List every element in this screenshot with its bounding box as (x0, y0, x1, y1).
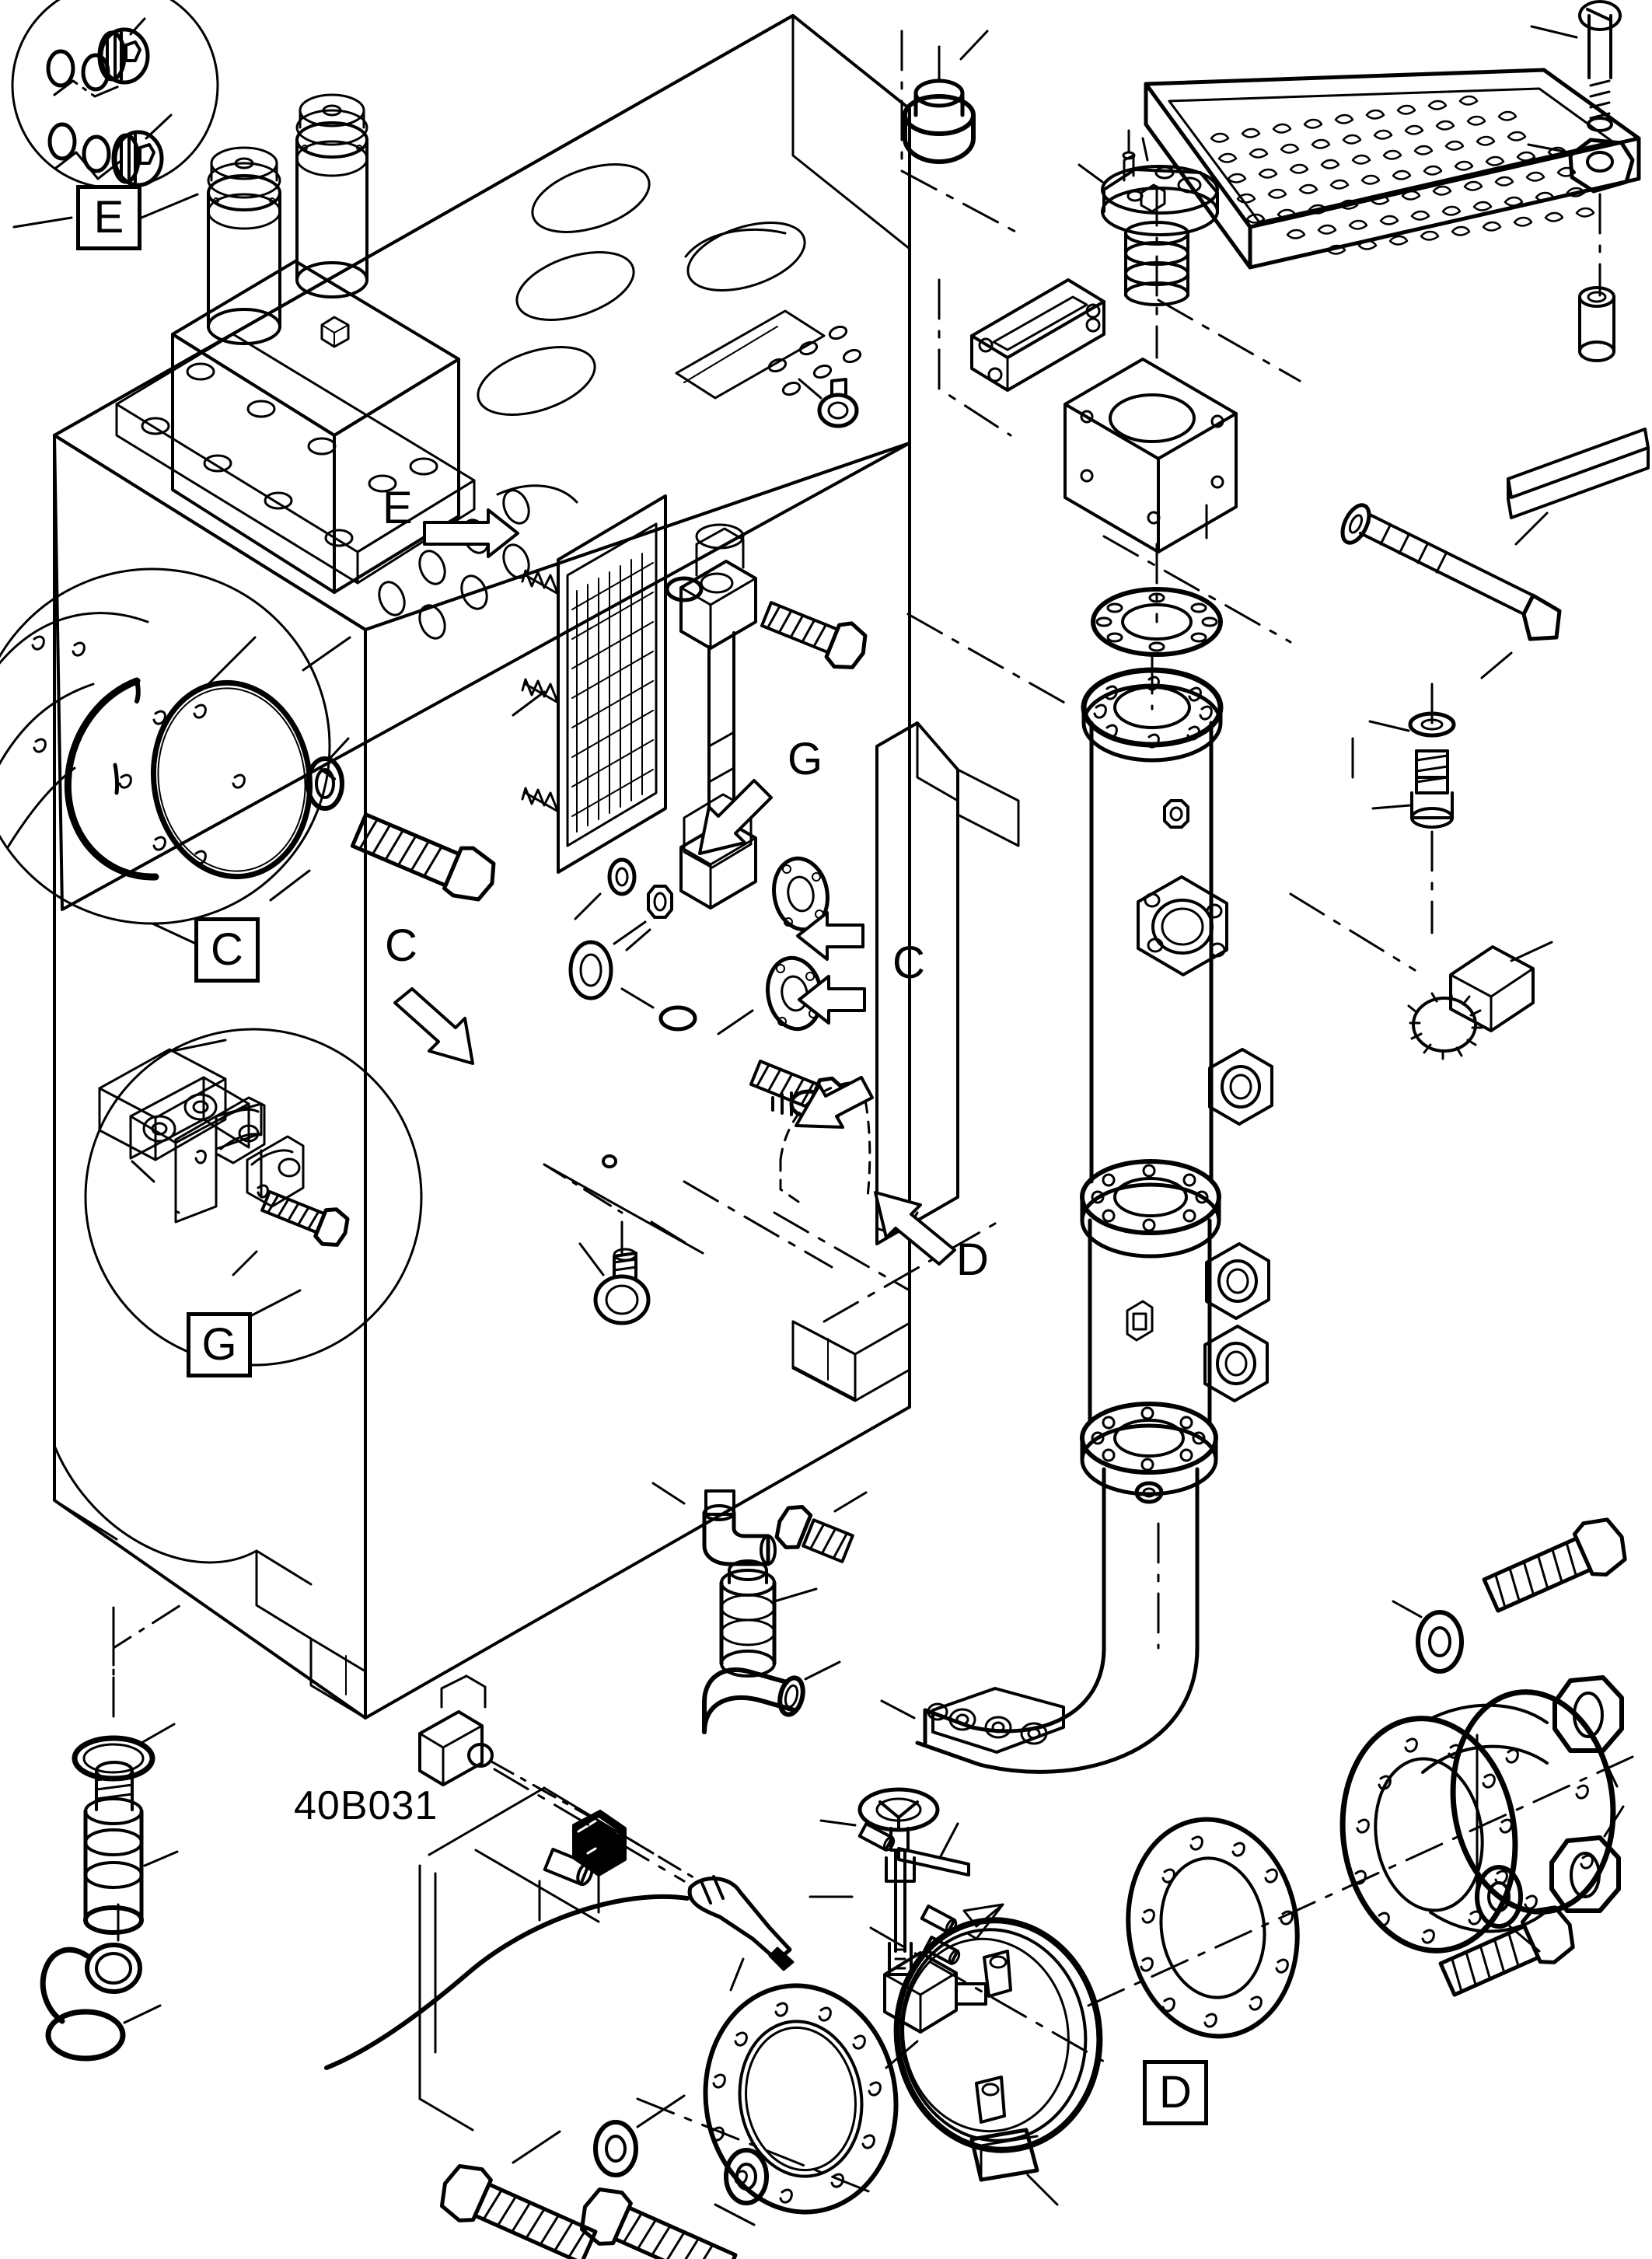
tank-top-small-plug (798, 378, 859, 428)
detail-box-G: G (187, 1312, 252, 1377)
coupling-bolt-bottom (1438, 1905, 1575, 1997)
long-bolt (1340, 503, 1562, 679)
access-cover (893, 1917, 1103, 2206)
step-plate-assembly (1144, 0, 1650, 1060)
coupling-flange-rear (1421, 1689, 1616, 1933)
coupler-body (83, 1761, 179, 1935)
harness-boot (687, 1875, 795, 1992)
coupling-gasket (1126, 1817, 1300, 2039)
tank-body (53, 14, 911, 1720)
step-plate-perforations (1210, 95, 1595, 255)
pipe-port-flange (1137, 875, 1228, 976)
detail-circle-G (84, 1028, 423, 1367)
leader-arrows (393, 508, 956, 1266)
strainer-screen (512, 494, 673, 951)
detail-box-D: D (1143, 2060, 1208, 2125)
coupling-bolt-top (1482, 1517, 1627, 1613)
drain-valve-assembly (809, 1787, 1004, 2069)
tank-side-plug (543, 1154, 704, 1325)
leader-letter-D-mid: D (956, 1234, 989, 1285)
pipe-flange-mid (1080, 1159, 1221, 1259)
vertical-bolt-stack (1368, 711, 1456, 829)
flange-gasket-top (1091, 587, 1223, 657)
leader-letter-C-mid: C (892, 937, 925, 988)
pipe-side-port-mid (1205, 1242, 1270, 1320)
dust-cap (40, 1903, 162, 2062)
detail-box-E: E (76, 185, 141, 250)
coupling-washer-top (1392, 1600, 1464, 1674)
pipe-flange-lower (1080, 1402, 1218, 1496)
valve-gasket-plate (970, 278, 1105, 392)
step-plate-screw (1530, 0, 1622, 132)
detail-box-C: C (194, 917, 260, 983)
knurled-plug (1407, 941, 1553, 1060)
centrelines (112, 30, 1601, 2194)
leader-letter-G-mid: G (788, 734, 823, 784)
step-plate-rubber-mount (1527, 138, 1635, 194)
drawing-part-number: 40B031 (294, 1783, 438, 1828)
filter-canister-right (295, 93, 368, 299)
switch-block-assembly (324, 1674, 795, 2132)
elbow-cap-lower (702, 1660, 841, 1734)
elbow-fitting-assembly (651, 1482, 868, 1734)
return-u-pipe (880, 1646, 1200, 1774)
leader-letter-E: E (382, 483, 413, 533)
support-bar (1507, 428, 1650, 546)
step-plate-spacer (1578, 286, 1615, 362)
standpipe-assembly (1080, 587, 1273, 1650)
coupling-nut-lower (1549, 1805, 1625, 1913)
pipe-side-port-upper (1208, 1048, 1273, 1126)
tank-top-plug (903, 30, 989, 164)
bottom-flange-ring (439, 1983, 899, 2259)
pipe-side-port-lower (1203, 1325, 1269, 1402)
vertical-connector (719, 1559, 818, 1678)
filter-canister-left (207, 146, 281, 345)
quick-coupler-assembly (40, 1600, 188, 2062)
filter-block-assembly (115, 93, 476, 594)
leader-letter-C-left: C (385, 920, 417, 971)
detail-circle-E (11, 0, 219, 229)
coupling-nut-upper (1552, 1675, 1624, 1788)
flange-coupling-assembly (1087, 1517, 1634, 2039)
detail-circle-C (0, 567, 496, 945)
